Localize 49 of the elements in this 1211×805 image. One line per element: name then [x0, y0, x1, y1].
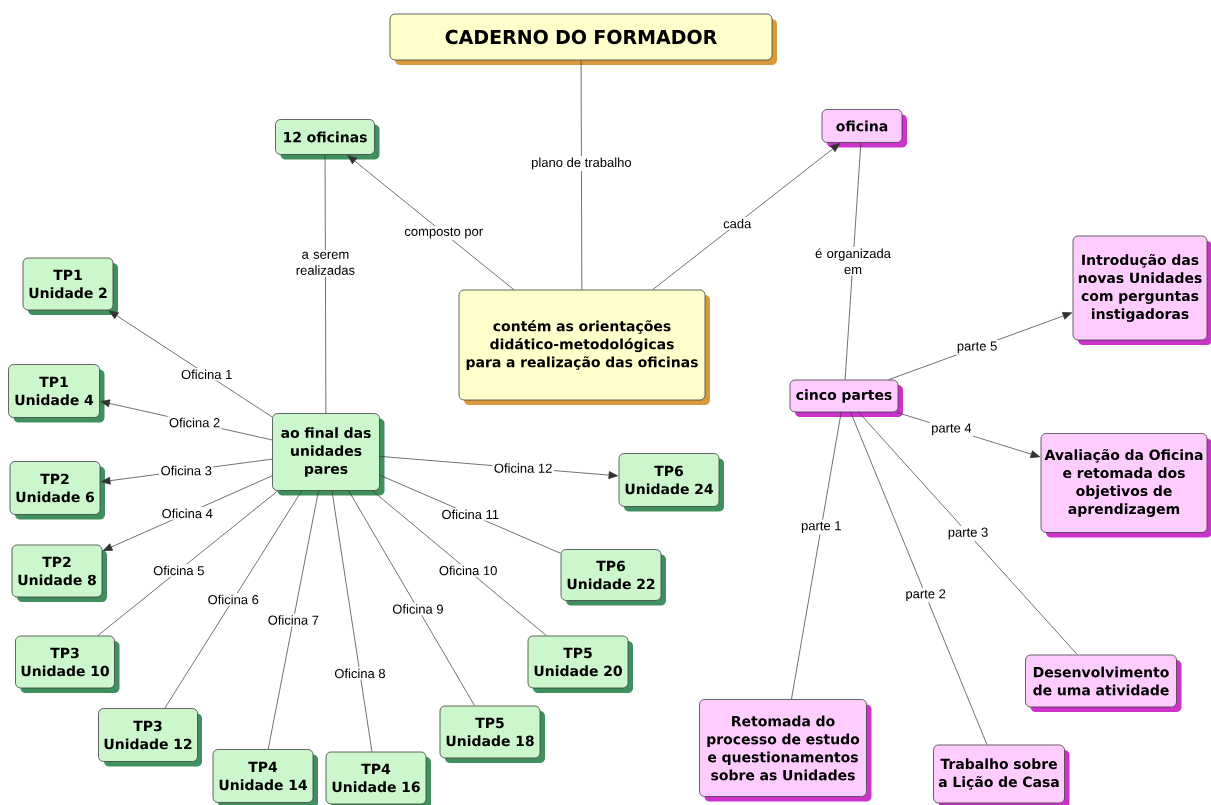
concept-box: oficina — [821, 109, 907, 148]
concept-box: CADERNO DO FORMADOR — [389, 13, 777, 65]
concept-box: Retomada do processo de estudo e questionamentos sobre as Unidades — [699, 699, 872, 802]
concept-box: Desenvolvimento de uma atividade — [1025, 654, 1182, 712]
edge-label: Oficina 1 — [179, 368, 234, 381]
edge-label: cada — [721, 217, 753, 230]
concept-box: Trabalho sobre a Lição de Casa — [933, 744, 1070, 805]
edge-label: Oficina 5 — [151, 564, 206, 577]
concept-box: Avaliação da Oficina e retomada dos objetivos de aprendizagem — [1040, 433, 1211, 538]
concept-box: TP2 Unidade 6 — [9, 461, 105, 520]
edge-label: parte 4 — [929, 422, 974, 437]
edge-label: parte 3 — [946, 526, 990, 541]
concept-box: TP5 Unidade 20 — [527, 635, 633, 693]
concept-box: TP4 Unidade 16 — [325, 751, 431, 805]
concept-box: TP4 Unidade 14 — [212, 749, 318, 805]
edge-label: Oficina 11 — [439, 508, 501, 521]
concept-box: TP2 Unidade 8 — [11, 544, 107, 602]
arrow — [102, 475, 273, 551]
concept-box: TP3 Unidade 12 — [98, 708, 202, 767]
edge-label: parte 5 — [955, 340, 999, 355]
edge-label: parte 2 — [903, 587, 948, 603]
edge-label: Oficina 9 — [390, 602, 446, 616]
arrow — [109, 310, 273, 418]
concept-box: contém as orientações didático-metodológicas para a realização das oficinas — [458, 289, 710, 405]
concept-box: Introdução das novas Unidades com perguntas instigadoras — [1072, 235, 1211, 345]
edge-label: plano de trabalho — [529, 155, 634, 172]
edge-label: Oficina 12 — [492, 461, 554, 475]
concept-box: TP5 Unidade 18 — [439, 705, 545, 763]
concept-box: TP1 Unidade 4 — [8, 364, 105, 423]
edge-label: parte 1 — [799, 519, 843, 535]
edge-label: Oficina 7 — [266, 613, 321, 627]
arrow — [652, 143, 840, 290]
edge-label: é organizada em — [811, 246, 895, 276]
edge-label: composto por — [402, 225, 485, 241]
concept-box: TP1 Unidade 2 — [22, 257, 118, 315]
concept-box: TP6 Unidade 24 — [618, 453, 724, 512]
edge-label: Oficina 6 — [206, 593, 261, 606]
edge-label: a serem realizadas — [288, 250, 362, 277]
concept-box: TP3 Unidade 10 — [15, 635, 120, 693]
edge-label: Oficina 2 — [167, 416, 222, 429]
concept-box: 12 oficinas — [275, 119, 380, 160]
edge-label: Oficina 3 — [159, 464, 214, 477]
concept-box: TP6 Unidade 22 — [560, 549, 666, 606]
edge-label: Oficina 4 — [160, 507, 215, 520]
concept-box: ao final das unidades pares — [272, 413, 385, 496]
concept-box: cinco partes — [789, 379, 903, 417]
edge-label: Oficina 10 — [437, 564, 499, 577]
arrow — [347, 155, 515, 290]
edge-label: Oficina 8 — [332, 667, 388, 680]
